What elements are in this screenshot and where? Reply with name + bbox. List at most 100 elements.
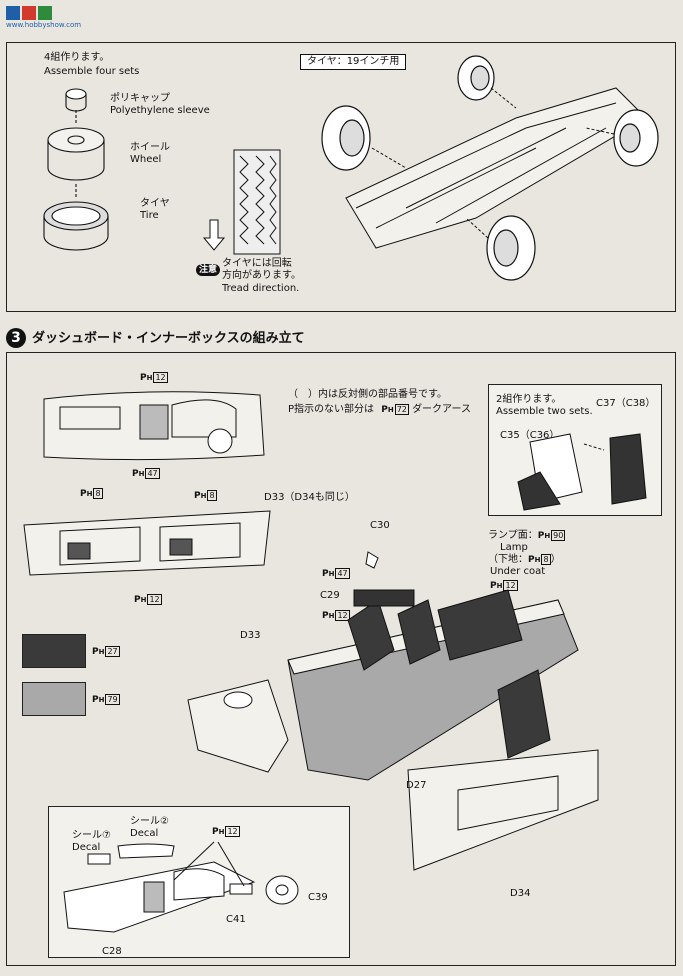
paint-sub: H bbox=[387, 406, 394, 414]
door-bottom-paint-sub: H bbox=[140, 596, 147, 604]
decal2-jp: シール② bbox=[130, 816, 169, 827]
tread-caution: 注意 bbox=[196, 264, 221, 276]
dash-top-paint-code: 12 bbox=[153, 372, 168, 383]
undercoat-en: Under coat bbox=[490, 566, 546, 577]
part-c39: C39 bbox=[308, 892, 328, 903]
dash-top-paint-prefix: P bbox=[140, 373, 147, 383]
dashboard-front-drawing bbox=[43, 391, 265, 461]
dash-bottom-paint-code: 47 bbox=[145, 468, 160, 479]
dash-bottom-paint-sub: H bbox=[138, 470, 145, 478]
assemble-four-en: Assemble four sets bbox=[44, 66, 140, 77]
watermark-logo: www.hobbyshow.com bbox=[6, 4, 81, 34]
part-d27: D27 bbox=[406, 780, 427, 791]
inset-paint-prefix: P bbox=[212, 827, 219, 837]
part-d33-top: D33（D34も同じ） bbox=[264, 492, 355, 503]
swatch-light-paint-sub: H bbox=[98, 696, 105, 704]
door-right-paint-prefix: P bbox=[194, 491, 201, 501]
tire-label-jp: タイヤ bbox=[140, 198, 170, 209]
console-12-prefix: P bbox=[322, 611, 329, 621]
dark-color-swatch bbox=[22, 634, 86, 668]
assemble-two-jp: 2組作ります。 bbox=[496, 394, 562, 405]
dash-bottom-paint-prefix: P bbox=[132, 469, 139, 479]
inset-paint-code: 12 bbox=[225, 826, 240, 837]
seat-paint-code: 12 bbox=[503, 580, 518, 591]
wheel-label-jp: ホイール bbox=[130, 142, 170, 153]
part-c29: C29 bbox=[320, 590, 340, 601]
lamp-jp: ランプ面： bbox=[488, 530, 538, 541]
step3-panel bbox=[6, 352, 676, 966]
door-right-paint-code: 8 bbox=[207, 490, 217, 501]
door-bottom-paint-prefix: P bbox=[134, 595, 141, 605]
seat-paint-prefix: P bbox=[490, 581, 497, 591]
part-c28: C28 bbox=[102, 946, 122, 957]
part-c35: C35（C36） bbox=[500, 430, 560, 441]
lamp-en: Lamp bbox=[500, 542, 528, 553]
door-left-paint-prefix: P bbox=[80, 489, 87, 499]
part-c41: C41 bbox=[226, 914, 246, 925]
caution-badge: 注意 bbox=[196, 264, 221, 276]
tread-note-jp-1: タイヤには回転 bbox=[222, 258, 292, 269]
seat-parts-drawing bbox=[517, 433, 647, 511]
watermark-logo-graphic bbox=[6, 6, 52, 20]
swatch-light-paint-prefix: P bbox=[92, 695, 99, 705]
watermark-url: www.hobbyshow.com bbox=[6, 21, 82, 29]
dash-top-paint-sub: H bbox=[146, 374, 153, 382]
door-left-paint-code: 8 bbox=[93, 488, 103, 499]
default-paint-note-suffix: ダークアース bbox=[412, 404, 471, 415]
undercoat-jp: （下地： bbox=[488, 554, 528, 565]
swatch-light-paint-code: 79 bbox=[105, 694, 120, 705]
interior-tub-drawing bbox=[187, 551, 599, 871]
lamp-paint-sub: H bbox=[544, 532, 551, 540]
part-d34: D34 bbox=[510, 888, 531, 899]
default-paint-note-prefix: P指示のない部分は bbox=[288, 404, 375, 415]
undercoat-paint-sub: H bbox=[534, 556, 541, 564]
paint-code-box: 72 bbox=[394, 404, 409, 415]
tire-label-en: Tire bbox=[140, 210, 159, 221]
seat-paint-sub: H bbox=[496, 582, 503, 590]
door-bottom-paint-code: 12 bbox=[147, 594, 162, 605]
undercoat-paint-code: 8 bbox=[541, 554, 551, 565]
part-d33: D33 bbox=[240, 630, 261, 641]
console-47-prefix: P bbox=[322, 569, 329, 579]
door-right-paint-sub: H bbox=[200, 492, 207, 500]
undercoat-jp-end: ） bbox=[550, 554, 561, 565]
undercoat-paint-prefix: P bbox=[528, 555, 535, 565]
opposite-side-note: （ ）内は反対側の部品番号です。 bbox=[288, 389, 447, 400]
inset-paint-sub: H bbox=[218, 828, 225, 836]
swatch-dark-paint-prefix: P bbox=[92, 647, 99, 657]
tire-size-label: タイヤ：19インチ用 bbox=[300, 54, 407, 70]
lamp-paint-prefix: P bbox=[537, 531, 545, 541]
dashboard-assembly-drawing bbox=[63, 841, 299, 933]
wheel-label-en: Wheel bbox=[130, 154, 162, 165]
paint-prefix: P bbox=[381, 405, 388, 415]
door-left-paint-sub: H bbox=[86, 490, 93, 498]
console-12-code: 12 bbox=[335, 610, 350, 621]
swatch-dark-paint-code: 27 bbox=[105, 646, 120, 657]
chassis-drawing bbox=[321, 55, 659, 281]
step3-title: ダッシュボード・インナーボックスの組み立て bbox=[32, 331, 305, 346]
tread-note-en: Tread direction. bbox=[222, 283, 300, 294]
wheel-exploded-drawing bbox=[43, 88, 109, 251]
assemble-two-en: Assemble two sets. bbox=[496, 406, 593, 417]
part-c37: C37（C38） bbox=[596, 398, 656, 409]
console-47-code: 47 bbox=[335, 568, 350, 579]
step-number-badge: 3 bbox=[6, 328, 26, 348]
lamp-paint-code: 90 bbox=[551, 530, 566, 541]
assemble-four-jp: 4組作ります。 bbox=[44, 52, 110, 63]
door-panel-drawing bbox=[23, 510, 271, 576]
swatch-dark-paint-sub: H bbox=[98, 648, 105, 656]
sleeve-label-jp: ポリキャップ bbox=[110, 93, 170, 104]
